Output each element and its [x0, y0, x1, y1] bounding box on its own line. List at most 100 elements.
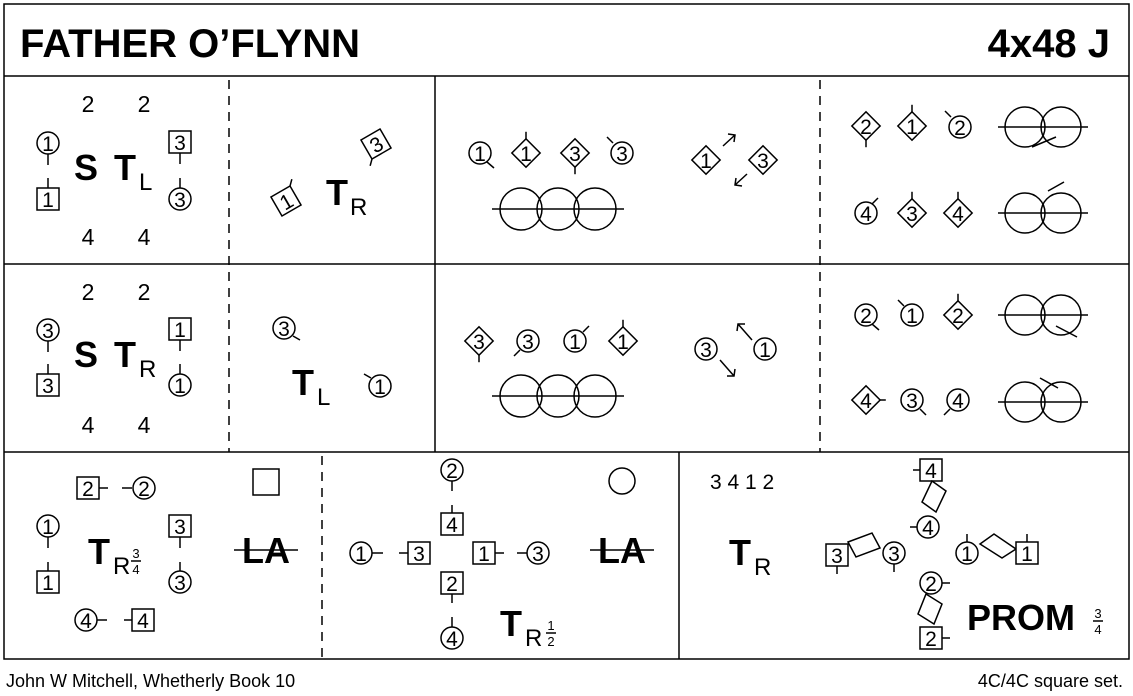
man-1-diamond	[690, 144, 722, 176]
row3-promenade: 3 4 1 2 T R 4 4 3 3 1 1	[710, 458, 1103, 651]
dance-format: 4x48 J	[988, 22, 1110, 66]
svg-text:2: 2	[954, 117, 966, 140]
woman-1-circle: 1	[168, 364, 192, 398]
man-2-diamond	[850, 110, 882, 148]
svg-text:3: 3	[174, 572, 186, 595]
svg-text:4: 4	[446, 514, 458, 537]
svg-text:3: 3	[569, 143, 581, 166]
svg-text:4: 4	[860, 203, 872, 226]
svg-text:3: 3	[42, 320, 54, 343]
dance-title: FATHER O’FLYNN	[20, 22, 360, 66]
couple-2-number: 2	[138, 91, 151, 117]
turn-label: T	[114, 147, 136, 188]
man-3-square: 3	[168, 130, 192, 164]
svg-text:3: 3	[278, 318, 290, 341]
woman-2-circle: 2	[122, 476, 156, 501]
man-3-diamond	[559, 137, 591, 175]
set-label: S	[74, 147, 98, 188]
svg-text:3: 3	[42, 375, 54, 398]
svg-text:1: 1	[961, 543, 973, 566]
turn-label: T	[292, 362, 314, 403]
svg-text:3: 3	[132, 546, 139, 561]
woman-3-circle: 3	[36, 318, 60, 352]
svg-text:1: 1	[42, 516, 54, 539]
turn-label: T	[729, 532, 751, 573]
man-4-square: 4	[124, 608, 155, 633]
woman-1-circle: 1	[36, 131, 60, 165]
svg-text:1: 1	[478, 543, 490, 566]
source-credit: John W Mitchell, Whetherly Book 10	[6, 671, 296, 691]
row2-turn-left: 3 1 T L	[272, 316, 392, 411]
svg-text:1: 1	[174, 319, 186, 342]
woman-symbol-legend	[608, 467, 636, 495]
woman-4-circle: 4	[854, 197, 879, 226]
couple-2-pair: 2 2	[917, 571, 950, 651]
man-1-diamond	[510, 131, 542, 169]
svg-text:1: 1	[355, 543, 367, 566]
svg-text:3: 3	[174, 189, 186, 212]
fraction-three-quarters: 3 4	[1093, 606, 1103, 637]
woman-1-circle: 1	[36, 514, 60, 548]
turn-label: T	[500, 603, 522, 644]
turn-direction: R	[139, 356, 156, 383]
svg-text:4: 4	[952, 390, 964, 413]
man-4-diamond	[850, 384, 886, 416]
woman-1-circle: 1	[753, 337, 777, 362]
svg-text:3: 3	[700, 339, 712, 362]
fraction-half: 1 2	[546, 618, 556, 649]
row3-turn-half: 2 4 1 3 1 3 2 4 T R	[349, 458, 654, 652]
cross-arrows	[719, 323, 753, 377]
turn-label: T	[114, 334, 136, 375]
svg-text:1: 1	[700, 150, 712, 173]
turn-label: T	[326, 172, 348, 213]
svg-text:1: 1	[374, 376, 386, 399]
svg-text:4: 4	[137, 610, 149, 633]
man-3-square: 3	[36, 364, 60, 398]
woman-3-circle: 3	[272, 316, 301, 341]
three-circles-figure	[492, 374, 624, 418]
svg-text:3: 3	[757, 150, 769, 173]
svg-text:3: 3	[174, 132, 186, 155]
svg-text:4: 4	[132, 562, 139, 577]
man-3-square: 3	[399, 541, 431, 566]
turn-direction: L	[317, 384, 330, 411]
diagram-frame	[3, 3, 1130, 660]
row1-turn-right: 3 1 T R	[269, 127, 393, 221]
man-1-square: 1	[36, 562, 60, 595]
svg-text:1: 1	[42, 572, 54, 595]
man-1-diamond	[896, 104, 928, 142]
woman-3-circle: 3	[168, 562, 192, 595]
row1-line-formation: 1 1 3 3 1 3	[468, 131, 779, 231]
man-3-square: 3	[168, 514, 192, 548]
svg-text:3: 3	[1094, 606, 1101, 621]
ladies-advance-label: LA	[590, 530, 654, 571]
svg-text:4: 4	[860, 390, 872, 413]
man-3-diamond	[896, 191, 928, 229]
woman-2-circle: 2	[854, 303, 880, 331]
svg-text:4: 4	[925, 460, 937, 483]
svg-text:2: 2	[446, 460, 458, 483]
two-circles-figure	[998, 377, 1088, 423]
man-1-diamond: 1	[269, 178, 303, 218]
man-1-diamond	[607, 319, 639, 357]
svg-text:1: 1	[42, 189, 54, 212]
svg-text:2: 2	[547, 634, 554, 649]
svg-text:2: 2	[925, 628, 937, 651]
svg-text:3: 3	[473, 331, 485, 354]
svg-text:2: 2	[138, 279, 151, 305]
turn-direction: R	[754, 554, 771, 581]
three-circles-figure	[492, 187, 624, 231]
woman-3-circle: 3	[900, 388, 927, 416]
woman-3-circle: 3	[694, 337, 718, 362]
svg-text:3: 3	[906, 390, 918, 413]
man-1-square: 1	[472, 541, 504, 566]
woman-3-circle: 3	[606, 136, 634, 166]
couple-3-pair: 3 3	[825, 532, 906, 574]
svg-text:3: 3	[616, 143, 628, 166]
ladies-advance-label: LA	[234, 530, 298, 571]
row2-right-figures: 2 1 2 4 3 4	[850, 293, 1088, 423]
svg-text:1: 1	[569, 331, 581, 354]
svg-text:1: 1	[174, 375, 186, 398]
couple-2-number: 2	[82, 91, 95, 117]
svg-text:1: 1	[617, 331, 629, 354]
